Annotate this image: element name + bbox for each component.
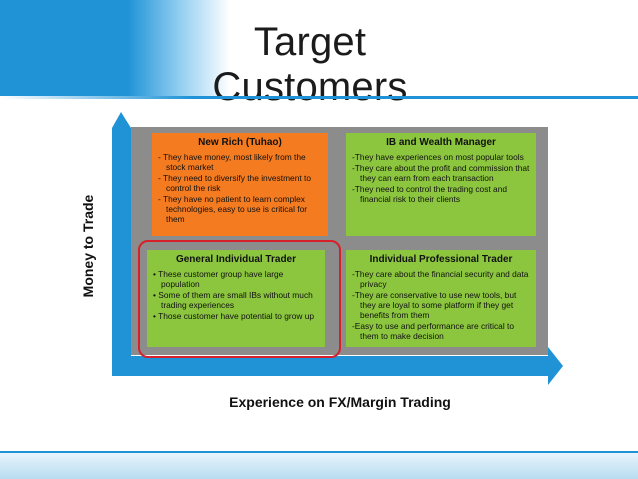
list-item: -Easy to use and performance are critica…	[352, 321, 514, 342]
list-item: -They care about the profit and commissi…	[352, 163, 530, 184]
quadrant-title: New Rich (Tuhao)	[198, 137, 282, 148]
slide-title: Target Customers	[212, 20, 408, 109]
list-item: • Some of them are small IBs without muc…	[153, 290, 313, 311]
quadrant-title: IB and Wealth Manager	[386, 137, 496, 148]
footer-band	[0, 453, 638, 479]
highlight-ring	[138, 240, 341, 358]
footer-line	[0, 451, 638, 453]
quadrant-title: Individual Professional Trader	[369, 254, 513, 265]
list-item: -They care about the financial security …	[352, 269, 529, 290]
list-item: -They are conservative to use new tools,…	[352, 290, 517, 321]
quadrant-general-individual-trader: General Individual Trader • These custom…	[147, 250, 325, 347]
list-item: - They need to diversify the investment …	[158, 173, 311, 194]
quadrant-title: General Individual Trader	[175, 254, 297, 265]
list-item: -They have experiences on most popular t…	[352, 152, 524, 162]
x-axis-label: Experience on FX/Margin Trading	[229, 394, 451, 410]
title-divider	[0, 96, 638, 99]
list-item: - They have no patient to learn complex …	[158, 194, 308, 225]
quadrant-ib-wealth-manager: IB and Wealth Manager -They have experie…	[346, 133, 536, 236]
list-item: • These customer group have large popula…	[153, 269, 284, 290]
title-band	[0, 0, 638, 96]
y-axis-arrow	[112, 112, 131, 376]
list-item: -They need to control the trading cost a…	[352, 184, 508, 205]
list-item: - They have money, most likely from the …	[158, 152, 306, 173]
quadrant-individual-professional-trader: Individual Professional Trader -They car…	[346, 250, 536, 347]
y-axis-label: Money to Trade	[80, 194, 96, 298]
quadrant-new-rich: New Rich (Tuhao) - They have money, most…	[152, 133, 328, 236]
list-item: • Those customer have potential to grow …	[153, 311, 315, 322]
